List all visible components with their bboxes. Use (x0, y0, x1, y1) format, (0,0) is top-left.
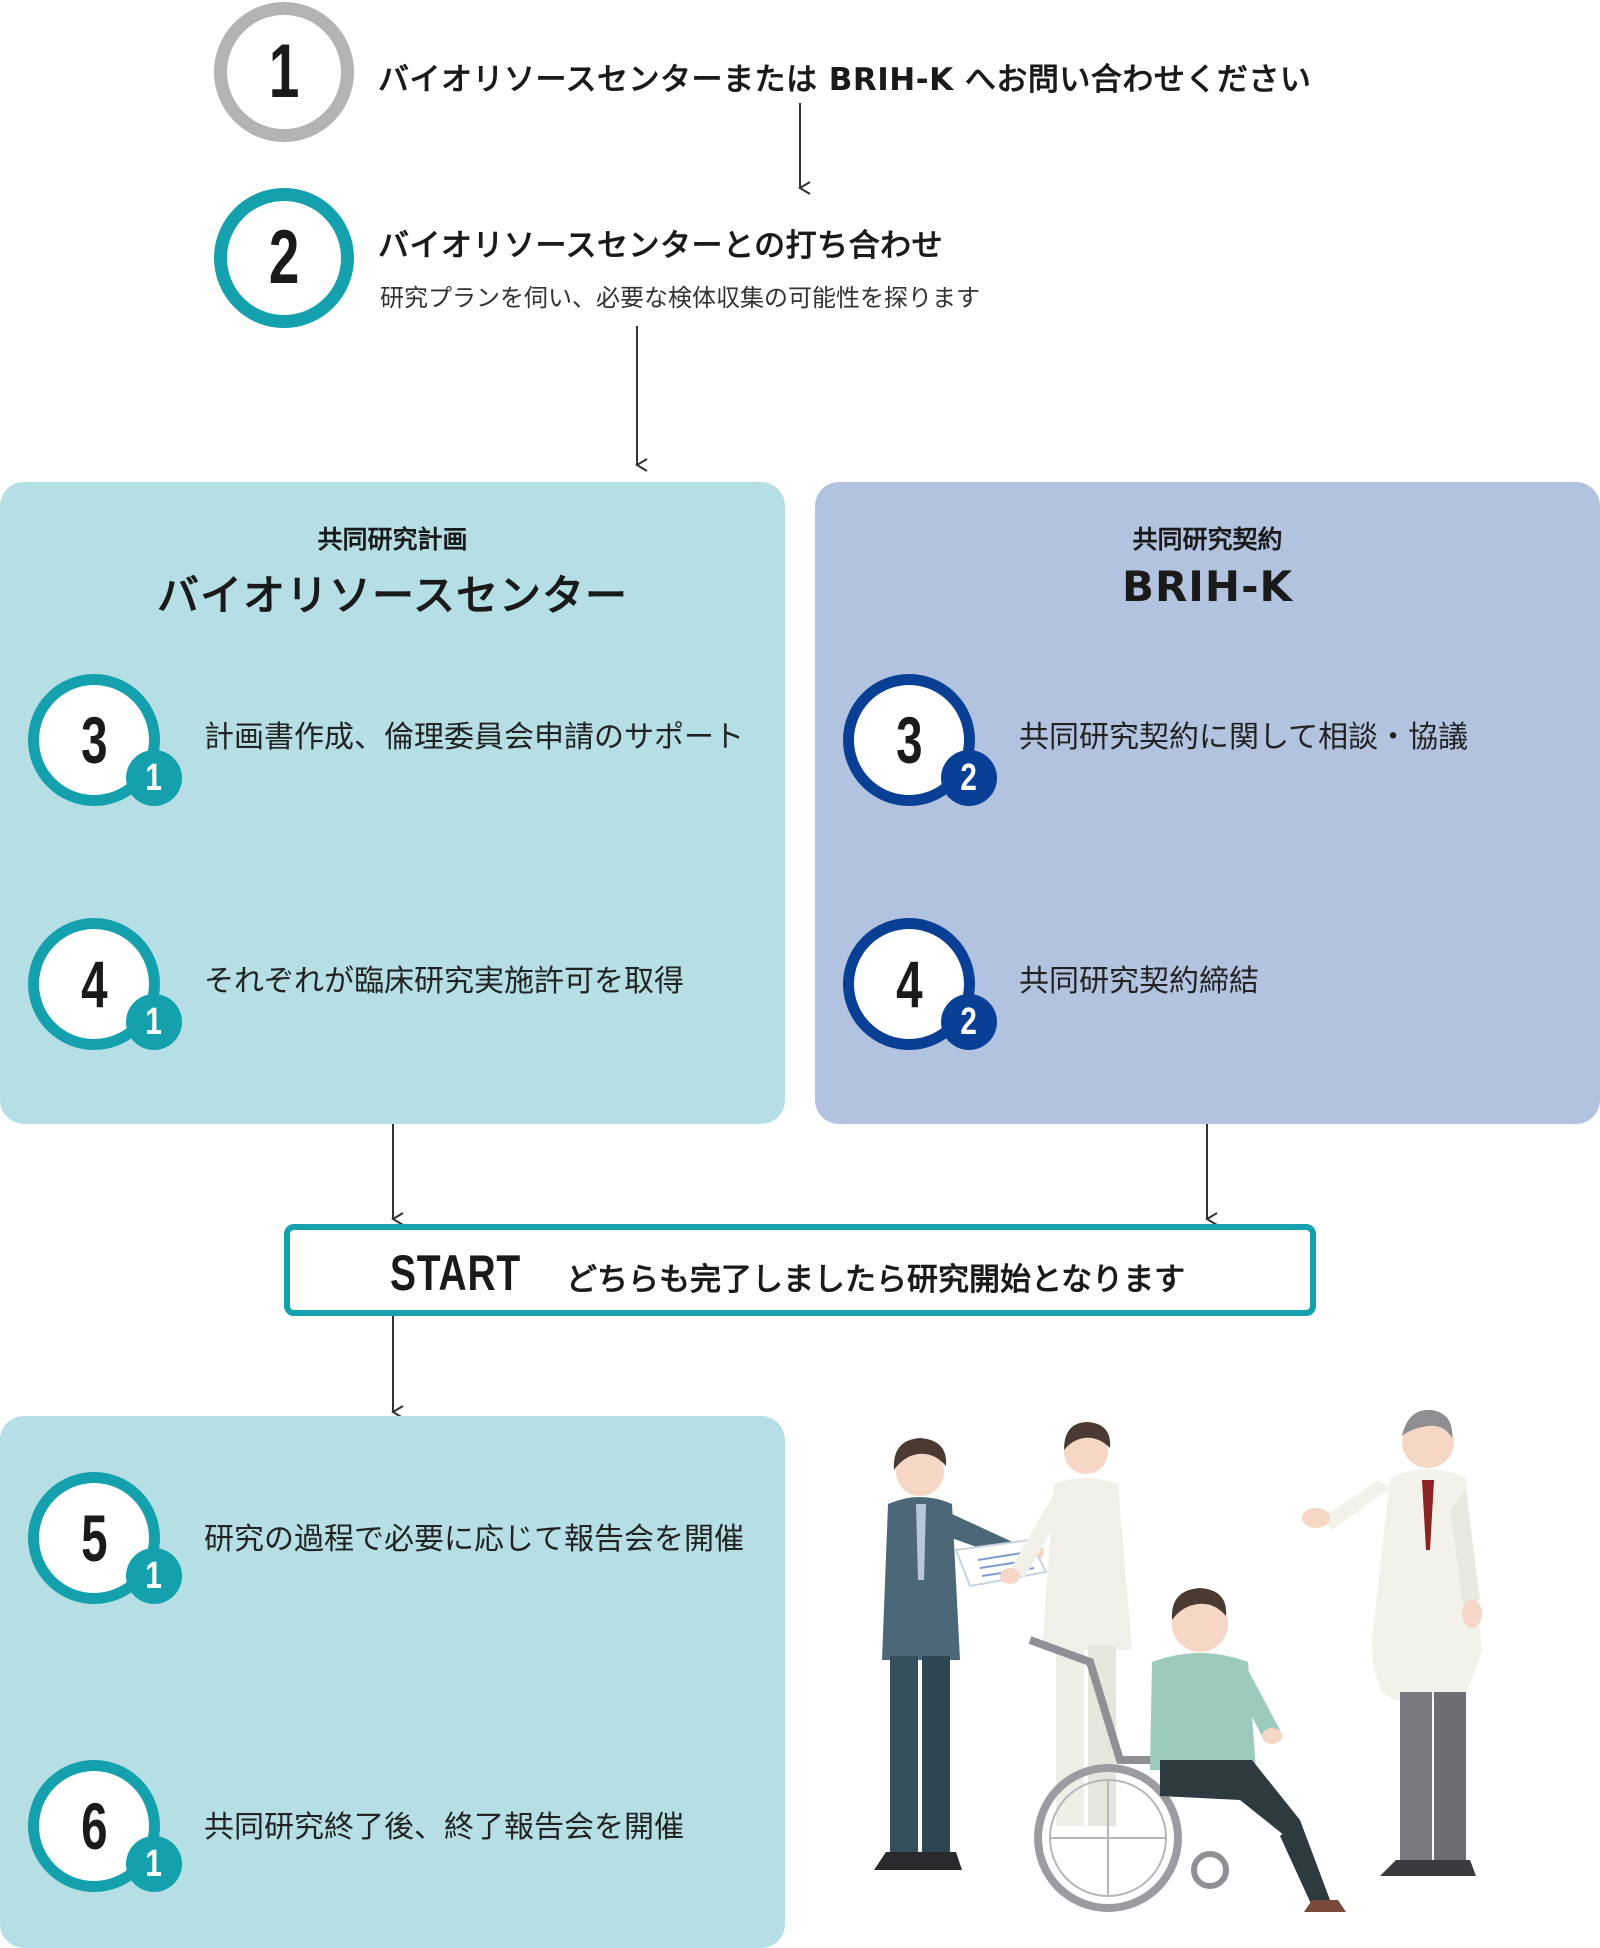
step-6-1-text: 共同研究終了後、終了報告会を開催 (204, 1810, 684, 1845)
step-3-1-circle: 3 (28, 674, 160, 806)
panel-title: バイオリソースセンター (157, 571, 628, 620)
step-number: 5 (80, 1501, 108, 1575)
step-number: 3 (80, 703, 108, 777)
start-label: START (390, 1245, 522, 1301)
step-3-2-text: 共同研究契約に関して相談・協議 (1019, 720, 1469, 755)
step-number: 6 (80, 1789, 108, 1863)
step-3-1-text: 計画書作成、倫理委員会申請のサポート (204, 720, 744, 755)
sub-step-badge: 1 (126, 1548, 182, 1604)
step-1-circle: 1 (214, 2, 354, 142)
step-5-1-text: 研究の過程で必要に応じて報告会を開催 (204, 1522, 744, 1557)
step-1-number: 1 (268, 29, 300, 114)
medical-team-illustration (874, 1409, 1482, 1912)
step-2-circle: 2 (214, 188, 354, 328)
sub-step-number: 2 (960, 1001, 978, 1043)
sub-step-number: 1 (145, 1555, 163, 1597)
sub-step-badge: 2 (941, 750, 997, 806)
joint-research-contract-panel: 共同研究契約 BRIH-K 3 2 共同研究契約に関して相談・協議 4 2 共同… (815, 482, 1600, 1124)
sub-step-number: 1 (145, 1843, 163, 1885)
sub-step-badge: 2 (941, 994, 997, 1050)
doctor-figure (1302, 1409, 1482, 1876)
panel-label: 共同研究契約 (1132, 525, 1283, 554)
panel-label: 共同研究計画 (317, 525, 468, 554)
sub-step-badge: 1 (126, 994, 182, 1050)
start-banner: START どちらも完了しましたら研究開始となります (284, 1224, 1316, 1316)
sub-step-number: 2 (960, 757, 978, 799)
nurse-figure (1000, 1422, 1132, 1826)
joint-research-plan-panel: 共同研究計画 バイオリソースセンター 3 1 計画書作成、倫理委員会申請のサポー… (0, 482, 785, 1124)
sub-step-number: 1 (145, 757, 163, 799)
step-2-number: 2 (268, 215, 300, 300)
panel-title: BRIH-K (1121, 562, 1294, 611)
step-3-2-circle: 3 (843, 674, 975, 806)
step-number: 4 (895, 947, 923, 1021)
sub-step-badge: 1 (126, 750, 182, 806)
step-number: 4 (80, 947, 108, 1021)
step-number: 3 (895, 703, 923, 777)
step-4-1-text: それぞれが臨床研究実施許可を取得 (204, 964, 684, 999)
sub-step-badge: 1 (126, 1836, 182, 1892)
businessman-figure (874, 1438, 1048, 1870)
step-2-description: 研究プランを伺い、必要な検体収集の可能性を探ります (380, 284, 980, 312)
research-progress-panel: 5 1 研究の過程で必要に応じて報告会を開催 6 1 共同研究終了後、終了報告会… (0, 1416, 785, 1948)
sub-step-number: 1 (145, 1001, 163, 1043)
step-2-title: バイオリソースセンターとの打ち合わせ (378, 228, 944, 264)
start-message: どちらも完了しましたら研究開始となります (566, 1262, 1186, 1298)
step-1-title: バイオリソースセンターまたは BRIH-K へお問い合わせください (378, 62, 1312, 98)
step-4-2-text: 共同研究契約締結 (1019, 964, 1259, 999)
wheelchair-patient-figure (1028, 1588, 1346, 1912)
